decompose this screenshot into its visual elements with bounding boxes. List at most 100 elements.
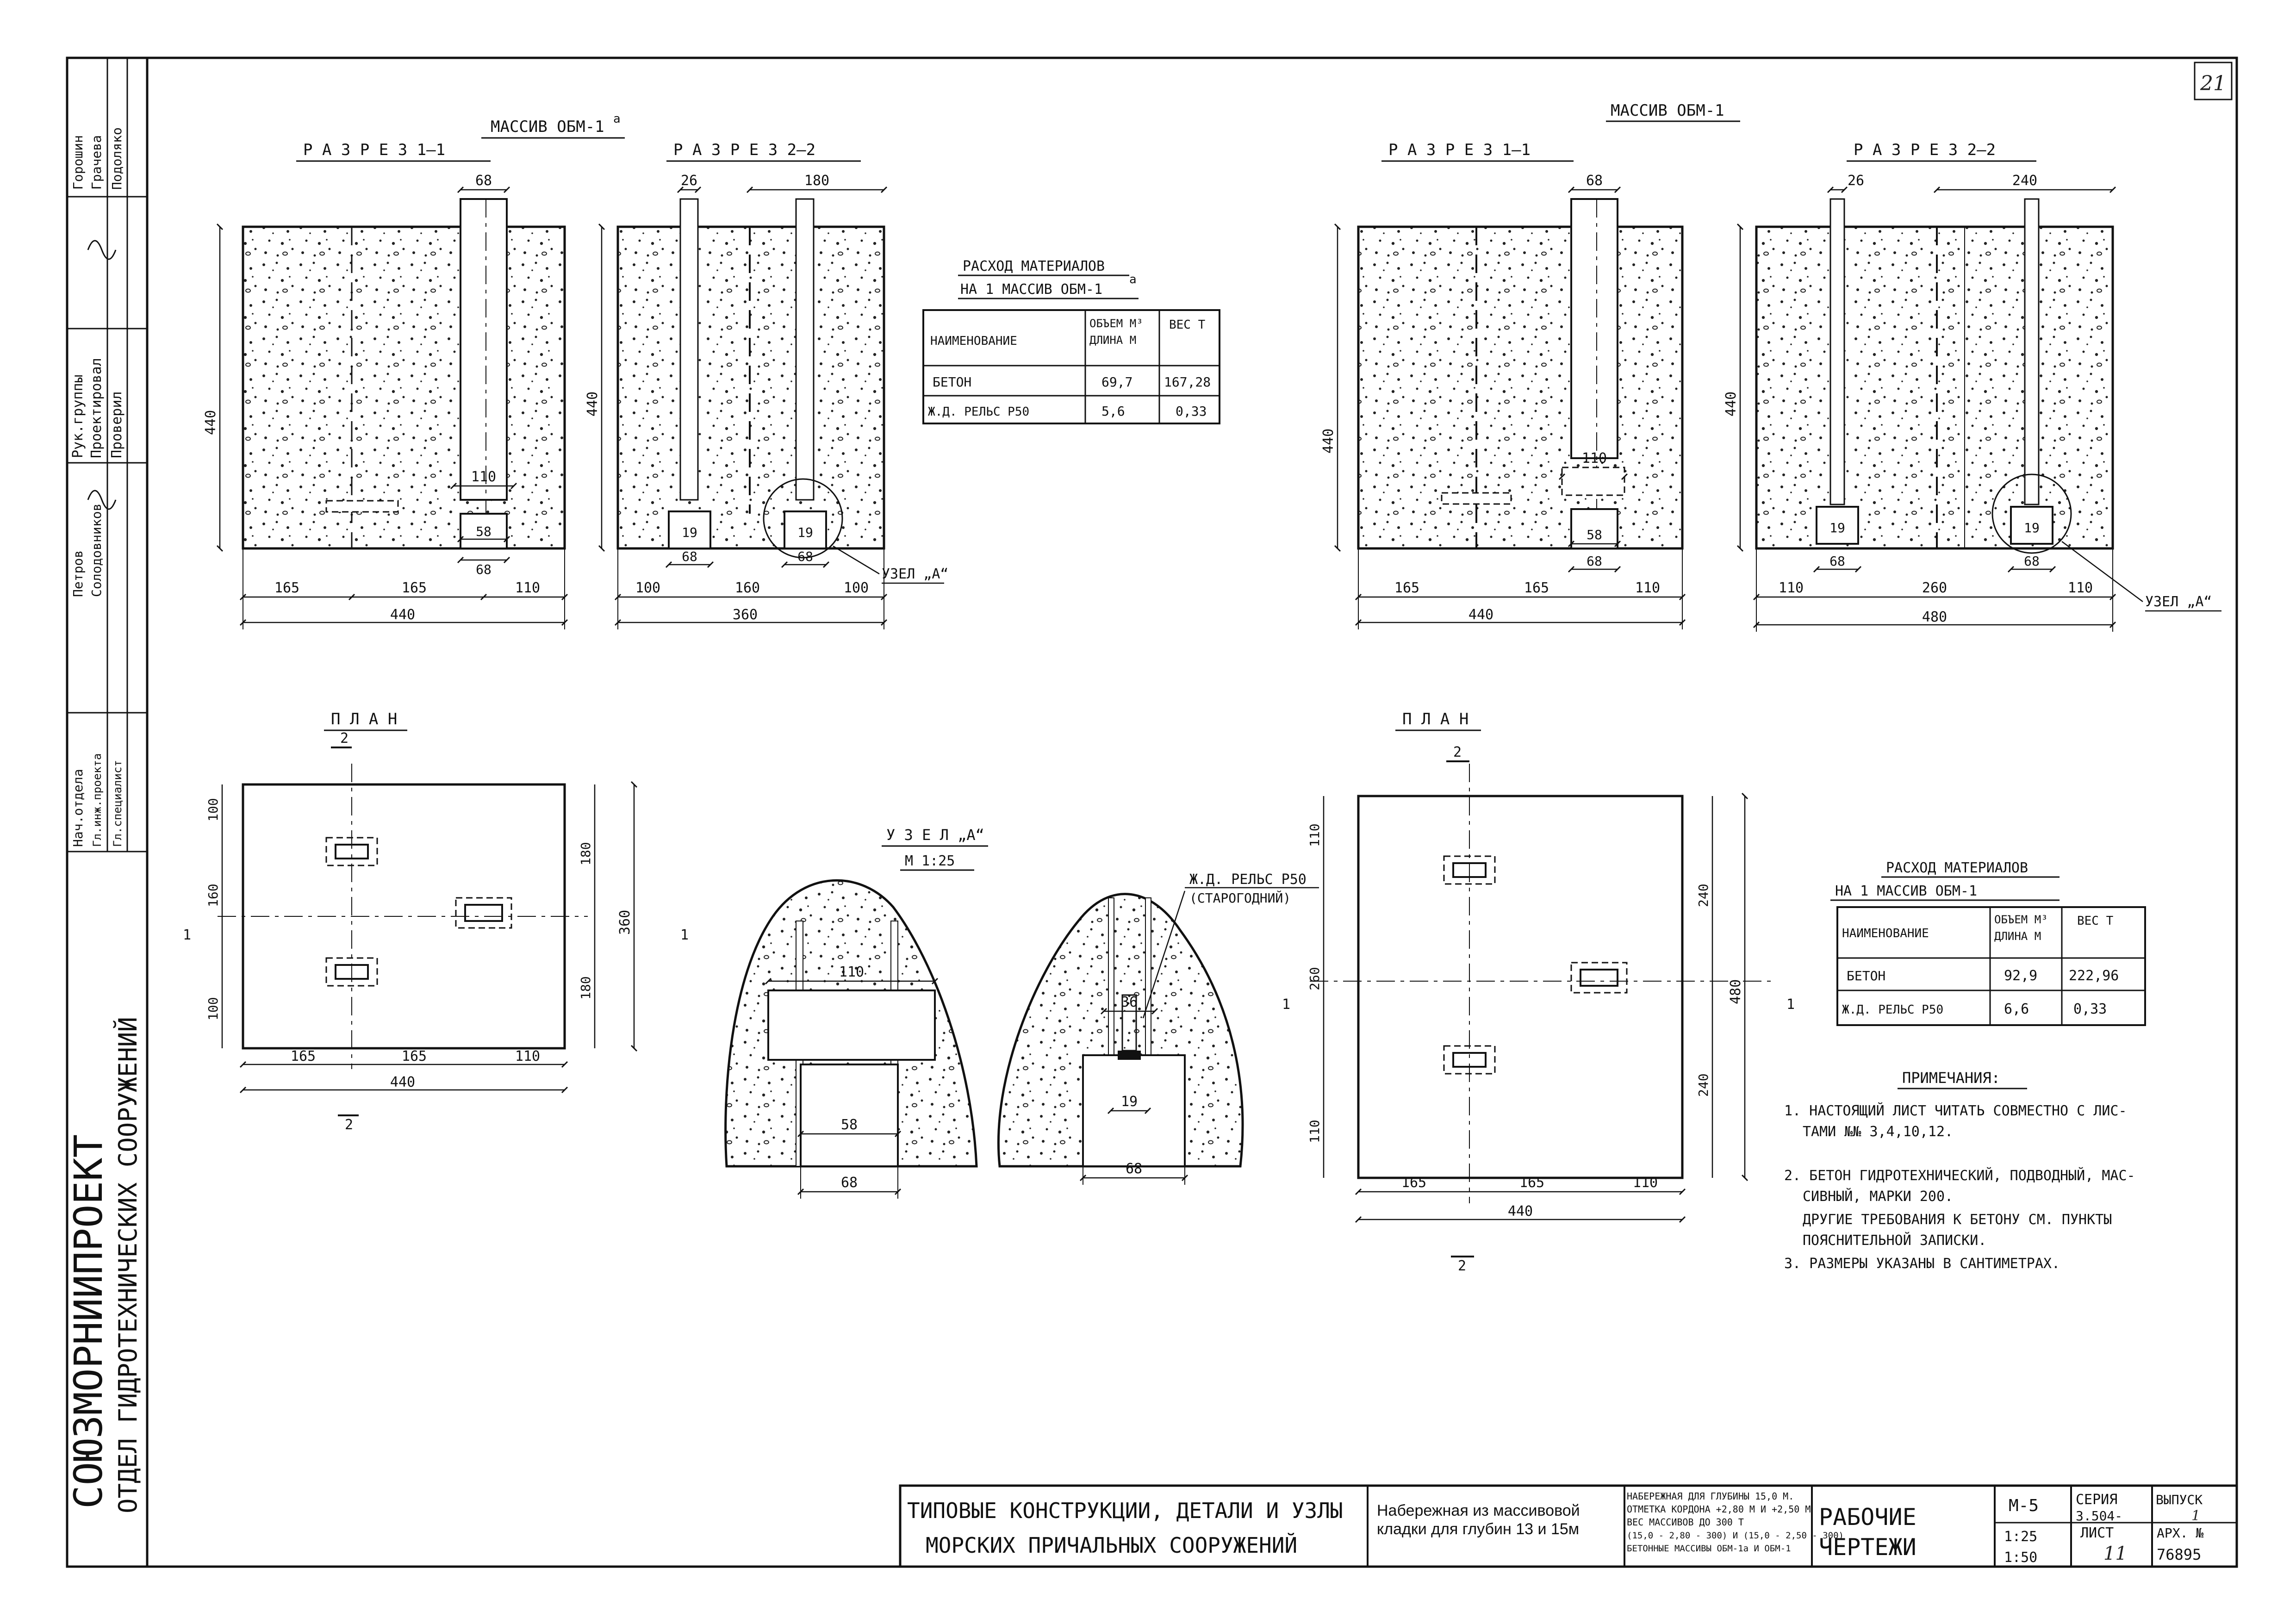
dim-label: 110 — [1779, 580, 1804, 596]
dim-label: 165 — [1519, 1175, 1544, 1191]
left-section-2-2: Р А З Р Е З 2–2 19 19 УЗЕЛ „А“ 26 180 44… — [585, 141, 949, 629]
dim-label: 480 — [1728, 979, 1744, 1004]
node-ref-label: УЗЕЛ „А“ — [2145, 594, 2212, 610]
dim-label: 240 — [1696, 884, 1711, 907]
table-header: ОБЪЕМ М³ ДЛИНА М — [1994, 913, 2048, 943]
table-cell: Ж.Д. РЕЛЬС Р50 — [1842, 1003, 1943, 1017]
materials-table-2: РАСХОД МАТЕРИАЛОВ НА 1 МАССИВ ОБМ-1 НАИМ… — [1830, 860, 2146, 1026]
table-header: ВЕС Т — [1169, 318, 1206, 332]
series-number: 3.504- — [2076, 1508, 2122, 1524]
table-title: РАСХОД МАТЕРИАЛОВ — [963, 258, 1105, 274]
note-line: 3. РАЗМЕРЫ УКАЗАНЫ В САНТИМЕТРАХ. — [1784, 1256, 2060, 1272]
drawing-code: М-5 — [2009, 1496, 2039, 1515]
left-stamp: СОЮЗМОРНИИПРОЕКТ ОТДЕЛ ГИДРОТЕХНИЧЕСКИХ … — [66, 58, 147, 1513]
dim-label: 360 — [733, 607, 758, 623]
dim-label: 19 — [2024, 520, 2040, 535]
dim-label: 440 — [1320, 429, 1337, 454]
dim-label: 100 — [844, 580, 869, 596]
stamp-name: Грачева — [89, 135, 104, 190]
dim-label: 165 — [402, 1048, 427, 1064]
dim-label: 165 — [1401, 1175, 1426, 1191]
dim-label: 68 — [2024, 554, 2040, 569]
section-mark: 2 — [345, 1117, 353, 1133]
dim-label: 440 — [1508, 1203, 1533, 1220]
dim-label: 110 — [839, 964, 864, 980]
table-cell: Ж.Д. РЕЛЬС Р50 — [928, 405, 1029, 419]
dim-label: 110 — [1307, 823, 1322, 847]
object-desc: ВЕС МАССИВОВ ДО 300 Т — [1627, 1517, 1744, 1528]
stamp-role: Гл.инж.проекта — [91, 753, 104, 847]
org-name: СОЮЗМОРНИИПРОЕКТ — [66, 1134, 111, 1509]
table-header: ОБЪЕМ М³ ДЛИНА М — [1089, 317, 1143, 347]
table-title: НА 1 МАССИВ ОБМ-1 — [1835, 883, 1977, 899]
scale-label: 1:25 — [2004, 1529, 2037, 1545]
signature — [87, 490, 117, 510]
dim-label: 180 — [578, 842, 593, 865]
stage-label: ЧЕРТЕЖИ — [1819, 1534, 1916, 1561]
dim-label: 165 — [1394, 580, 1419, 596]
dim-label: 165 — [291, 1048, 316, 1064]
sheet-number-box — [2194, 62, 2233, 100]
dim-label: 440 — [390, 1074, 415, 1090]
table-cell: 69,7 — [1101, 374, 1132, 390]
right-plan: П Л А Н 2 2 1 1 110 260 110 240 240 480 … — [1282, 710, 1795, 1274]
dim-label: 68 — [797, 549, 813, 564]
node-ref-label: УЗЕЛ „А“ — [882, 566, 949, 582]
archive-number: 76895 — [2157, 1546, 2201, 1563]
object-desc: НАБЕРЕЖНАЯ ДЛЯ ГЛУБИНЫ 15,0 М. — [1627, 1491, 1794, 1502]
signature — [87, 240, 117, 260]
plan-title: П Л А Н — [1402, 710, 1468, 728]
dim-label: 100 — [205, 798, 221, 821]
left-massiv-sup: а — [613, 112, 621, 126]
dim-label: 110 — [1307, 1120, 1322, 1143]
table-cell: БЕТОН — [1847, 968, 1885, 983]
dim-label: 110 — [515, 1048, 540, 1064]
note-line: ДРУГИЕ ТРЕБОВАНИЯ К БЕТОНУ СМ. ПУНКТЫ — [1803, 1212, 2112, 1228]
dim-label: 68 — [841, 1175, 858, 1191]
stamp-name: Петров — [70, 550, 86, 597]
plan-title: П Л А Н — [331, 710, 397, 728]
dim-label: 165 — [274, 580, 299, 596]
node-title: У З Е Л „А“ — [886, 826, 984, 844]
left-section-1-1: Р А З Р Е З 1–1 68 440 110 58 68 165 165… — [203, 141, 568, 629]
series-label: СЕРИЯ — [2076, 1492, 2117, 1508]
rail-label: Ж.Д. РЕЛЬС Р50 — [1189, 871, 1307, 888]
stamp-name: Горошин — [70, 135, 86, 190]
sheet-number: 21 — [2200, 72, 2226, 95]
table-title: РАСХОД МАТЕРИАЛОВ — [1886, 860, 2028, 876]
table-title: НА 1 МАССИВ ОБМ-1 — [960, 281, 1102, 298]
axis-mark: 1 — [680, 927, 689, 943]
dim-label: 68 — [1587, 554, 1602, 569]
dim-label: 260 — [1922, 580, 1947, 596]
dim-label: 160 — [205, 884, 221, 907]
dim-label: 440 — [1468, 607, 1493, 623]
dim-label: 26 — [681, 173, 697, 189]
dim-label: 58 — [476, 524, 492, 539]
table-cell: 92,9 — [2004, 968, 2037, 984]
note-line: 1. НАСТОЯЩИЙ ЛИСТ ЧИТАТЬ СОВМЕСТНО С ЛИС… — [1784, 1102, 2127, 1119]
section-mark: 2 — [1453, 744, 1462, 760]
table-cell: 167,28 — [1164, 374, 1211, 390]
stamp-role: Нач.отдела — [70, 769, 86, 847]
note-line: ПОЯСНИТЕЛЬНОЙ ЗАПИСКИ. — [1803, 1232, 1986, 1249]
table-title-sup: а — [1129, 273, 1137, 286]
node-a-detail: У З Е Л „А“ М 1:25 110 58 68 36 19 68 Ж.… — [724, 826, 1319, 1199]
dim-label: 68 — [1126, 1161, 1142, 1177]
dim-label: 260 — [1307, 967, 1322, 990]
table-cell: БЕТОН — [933, 374, 971, 390]
dim-label: 180 — [578, 976, 593, 1000]
series-title: МОРСКИХ ПРИЧАЛЬНЫХ СООРУЖЕНИЙ — [926, 1533, 1297, 1558]
table-cell: 222,96 — [2069, 968, 2119, 984]
dim-label: 440 — [203, 410, 219, 435]
stamp-name: Подоляко — [109, 127, 124, 190]
stamp-role: Проектировал — [88, 358, 105, 458]
dim-label: 165 — [1524, 580, 1549, 596]
dim-label: 240 — [1696, 1073, 1711, 1097]
dim-label: 160 — [735, 580, 760, 596]
series-title: ТИПОВЫЕ КОНСТРУКЦИИ, ДЕТАЛИ И УЗЛЫ — [907, 1498, 1343, 1523]
note-line: ТАМИ №№ 3,4,10,12. — [1803, 1124, 1953, 1140]
issue-number: 1 — [2191, 1508, 2200, 1524]
right-section-1-1: Р А З Р Е З 1–1 68 440 110 58 68 165 165… — [1320, 141, 1686, 629]
dim-label: 36 — [1121, 994, 1138, 1010]
stamp-role: Рук.группы — [70, 374, 86, 458]
